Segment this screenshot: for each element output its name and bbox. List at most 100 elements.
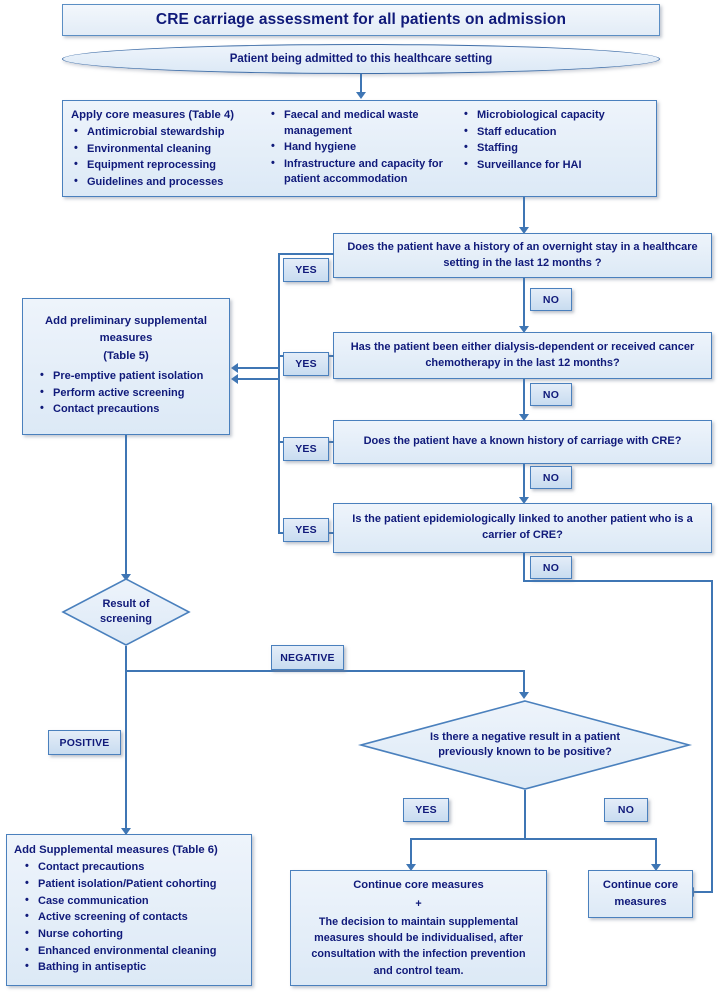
list-item: Contact precautions xyxy=(22,860,246,876)
core-measures-column-3: Microbiological capacity Staff education… xyxy=(461,107,651,174)
list-item: Faecal and medical waste management xyxy=(268,107,458,139)
list-item: Patient isolation/Patient cohorting xyxy=(22,876,246,893)
list-item: Staffing xyxy=(461,140,651,157)
tag-text: NEGATIVE xyxy=(280,651,335,664)
question-text: Does the patient have a known history of… xyxy=(363,435,682,448)
question-box-q4: Is the patient epidemiologically linked … xyxy=(333,503,712,553)
arrowhead-negative-diamond xyxy=(519,692,529,699)
tag-text: NO xyxy=(542,293,560,306)
list-item: Pre-emptive patient isolation xyxy=(37,368,223,385)
question-box-q3: Does the patient have a known history of… xyxy=(333,420,712,464)
connector-q4-no-down xyxy=(523,553,525,581)
preliminary-measures-box: Add preliminary supplemental measures (T… xyxy=(22,298,230,435)
list-item: Antimicrobial stewardship xyxy=(71,124,266,141)
list-item: Enhanced environmental cleaning xyxy=(22,943,246,960)
tag-text: YES xyxy=(295,443,317,455)
continue-short-line1: Continue core xyxy=(602,879,679,892)
question-box-q2: Has the patient been either dialysis-dep… xyxy=(333,332,712,379)
arrowhead-core xyxy=(356,92,366,99)
connector-yes-to-preliminary-upper xyxy=(238,367,280,369)
list-item: Surveillance for HAI xyxy=(461,157,651,174)
list-item: Active screening of contacts xyxy=(22,909,246,926)
connector-no-rail-right xyxy=(711,580,713,892)
core-measures-list-3: Microbiological capacity Staff education… xyxy=(461,107,651,174)
list-item: Microbiological capacity xyxy=(461,107,651,124)
connector-preliminary-to-screening xyxy=(125,435,127,580)
label-no-q2: NO xyxy=(530,383,572,406)
list-item: Contact precautions xyxy=(37,401,223,418)
label-no-q3: NO xyxy=(530,466,572,489)
diamond-shape xyxy=(357,700,693,790)
arrowhead-q3 xyxy=(519,414,529,421)
core-measures-column-1: Apply core measures (Table 4) Antimicrob… xyxy=(71,108,266,192)
arrowhead-screening-diamond xyxy=(121,574,131,581)
page-title: CRE carriage assessment for all patients… xyxy=(155,11,567,28)
arrowhead-preliminary-lower xyxy=(231,374,238,384)
tag-text: NO xyxy=(542,561,560,574)
arrowhead-q1 xyxy=(519,227,529,234)
tag-text: YES xyxy=(295,524,317,536)
list-item: Hand hygiene xyxy=(268,139,458,156)
tag-text: YES xyxy=(295,358,317,370)
connector-negative-horizontal xyxy=(125,670,525,672)
diamond-shape xyxy=(61,578,191,646)
label-positive: POSITIVE xyxy=(48,730,121,755)
connector-negdiamond-split xyxy=(410,838,656,840)
label-no-negdiamond: NO xyxy=(604,798,648,822)
start-ellipse: Patient being admitted to this healthcar… xyxy=(62,44,660,74)
connector-yes-q1 xyxy=(278,253,334,255)
label-yes-q1: YES xyxy=(283,258,329,282)
list-item: Staff education xyxy=(461,124,651,141)
label-negative: NEGATIVE xyxy=(271,645,344,670)
start-label: Patient being admitted to this healthcar… xyxy=(229,53,493,65)
continue-core-measures-short-box: Continue core measures xyxy=(588,870,693,918)
preliminary-heading-line3: (Table 5) xyxy=(103,349,149,362)
core-measures-column-2: Faecal and medical waste management Hand… xyxy=(268,107,458,189)
label-yes-q2: YES xyxy=(283,352,329,376)
connector-yes-to-preliminary-lower xyxy=(238,378,280,380)
list-item: Perform active screening xyxy=(37,385,223,402)
question-box-q1: Does the patient have a history of an ov… xyxy=(333,233,712,278)
list-item: Bathing in antiseptic xyxy=(22,959,246,976)
list-item: Case communication xyxy=(22,893,246,910)
supplemental-heading: Add Supplemental measures (Table 6) xyxy=(14,844,218,857)
preliminary-heading: Add preliminary supplemental measures (T… xyxy=(29,314,223,366)
label-yes-negdiamond: YES xyxy=(403,798,449,822)
screening-result-diamond: Result of screening xyxy=(61,578,191,646)
label-yes-q4: YES xyxy=(283,518,329,542)
label-no-q1: NO xyxy=(530,288,572,311)
connector-q3-no xyxy=(523,464,525,499)
tag-text: NO xyxy=(542,388,560,401)
supplemental-measures-box: Add Supplemental measures (Table 6) Cont… xyxy=(6,834,252,986)
core-measures-heading: Apply core measures (Table 4) xyxy=(71,109,235,121)
tag-text: YES xyxy=(415,804,437,816)
arrowhead-preliminary-upper xyxy=(231,363,238,373)
core-measures-box: Apply core measures (Table 4) Antimicrob… xyxy=(62,100,657,197)
connector-negdiamond-stem xyxy=(524,790,526,840)
continue-short-line2: measures xyxy=(614,896,667,908)
arrowhead-q2 xyxy=(519,326,529,333)
connector-positive xyxy=(125,646,127,834)
list-item: Nurse cohorting xyxy=(22,926,246,943)
list-item: Equipment reprocessing xyxy=(71,157,266,174)
connector-core-to-q1 xyxy=(523,197,525,229)
question-text: Is the patient epidemiologically linked … xyxy=(352,513,693,541)
label-no-q4: NO xyxy=(530,556,572,579)
continue-core-measures-full-box: Continue core measures + The decision to… xyxy=(290,870,547,986)
preliminary-heading-line1: Add preliminary supplemental xyxy=(45,315,207,328)
preliminary-list: Pre-emptive patient isolation Perform ac… xyxy=(29,368,223,419)
negative-result-diamond: Is there a negative result in a patient … xyxy=(357,700,693,790)
connector-q2-no xyxy=(523,379,525,416)
preliminary-heading-line2: measures xyxy=(99,332,153,345)
tag-text: YES xyxy=(295,264,317,276)
connector-negdiamond-no-down xyxy=(655,838,657,868)
connector-yes-rail xyxy=(278,253,280,533)
question-text: Does the patient have a history of an ov… xyxy=(347,240,698,269)
connector-q1-no xyxy=(523,278,525,328)
core-measures-list-2: Faecal and medical waste management Hand… xyxy=(268,107,458,188)
connector-no-rail-bottom xyxy=(693,891,713,893)
continue-full-plus: + xyxy=(415,897,422,910)
continue-full-heading: Continue core measures xyxy=(353,879,484,892)
list-item: Guidelines and processes xyxy=(71,174,266,191)
